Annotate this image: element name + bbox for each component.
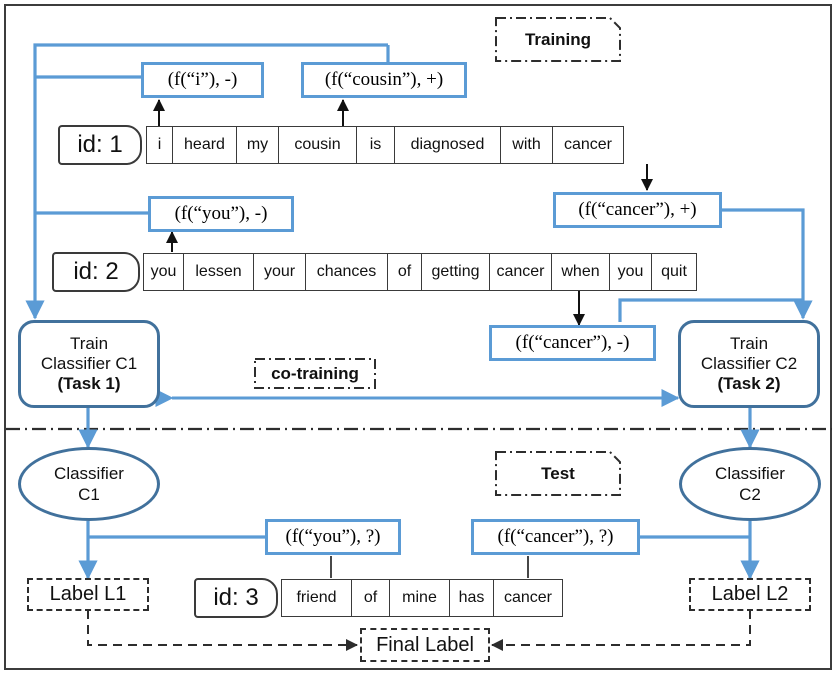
token-cell: diagnosed <box>394 126 500 164</box>
train-c2-line2: Classifier C2 <box>700 353 798 373</box>
feature-box-f-cancer-neg-label: (f(“cancer”), -) <box>515 332 630 353</box>
feature-box-f-cousin-pos-label: (f(“cousin”), +) <box>324 69 444 90</box>
feature-box-f-cancer-pos[interactable]: (f(“cancer”), +) <box>553 192 722 228</box>
tag-test-label: Test <box>541 463 575 483</box>
train-c2-line1: Train <box>729 333 769 353</box>
classifier-c2-line2: C2 <box>739 485 761 504</box>
tag-training: Training <box>494 16 622 63</box>
final-label-text: Final Label <box>376 633 474 656</box>
token-cell: i <box>146 126 172 164</box>
feature-box-f-cancer-query[interactable]: (f(“cancer”), ?) <box>471 519 640 555</box>
classifier-c1-line2: C1 <box>78 485 100 504</box>
token-cell: heard <box>172 126 236 164</box>
classifier-c2-node[interactable]: Classifier C2 <box>679 447 821 521</box>
classifier-c1-node[interactable]: Classifier C1 <box>18 447 160 521</box>
outer-frame <box>4 4 832 670</box>
token-cell: cancer <box>489 253 551 291</box>
label-l1-text: Label L1 <box>49 583 127 605</box>
sentence-id-pill-2-label: id: 2 <box>73 258 119 285</box>
classifier-c1-line1: Classifier <box>54 463 124 483</box>
token-cell: cousin <box>278 126 356 164</box>
token-cell: chances <box>305 253 387 291</box>
sentence-id-pill-2: id: 2 <box>52 252 140 292</box>
feature-box-f-cousin-pos[interactable]: (f(“cousin”), +) <box>301 62 467 98</box>
train-c1-line1: Train <box>69 333 109 353</box>
train-c2-task: (Task 2) <box>717 374 781 394</box>
feature-box-f-i-neg[interactable]: (f(“i”), -) <box>141 62 264 98</box>
classifier-c2-line1: Classifier <box>715 463 785 483</box>
feature-box-f-you-query[interactable]: (f(“you”), ?) <box>265 519 401 555</box>
feature-box-f-you-neg-label: (f(“you”), -) <box>174 203 268 224</box>
final-label-box: Final Label <box>360 628 490 662</box>
tag-test: Test <box>494 450 622 497</box>
feature-box-f-cancer-pos-label: (f(“cancer”), +) <box>578 199 697 220</box>
token-cell: lessen <box>183 253 253 291</box>
feature-box-f-cancer-neg[interactable]: (f(“cancer”), -) <box>489 325 656 361</box>
sentence-id-pill-3-label: id: 3 <box>213 584 259 611</box>
token-cell: getting <box>421 253 489 291</box>
token-cell: when <box>551 253 609 291</box>
feature-box-f-i-neg-label: (f(“i”), -) <box>167 69 238 90</box>
sentence-id-pill-1: id: 1 <box>58 125 142 165</box>
token-cell: has <box>449 579 493 617</box>
token-cell: quit <box>651 253 697 291</box>
token-cell: you <box>143 253 183 291</box>
token-cell: my <box>236 126 278 164</box>
sentence-id-pill-3: id: 3 <box>194 578 278 618</box>
feature-box-f-you-query-label: (f(“you”), ?) <box>285 526 381 547</box>
tag-cotraining-label: co-training <box>271 363 359 383</box>
token-cell: cancer <box>493 579 563 617</box>
feature-box-f-cancer-query-label: (f(“cancer”), ?) <box>497 526 614 547</box>
token-cell: of <box>351 579 389 617</box>
train-c1-line2: Classifier C1 <box>40 353 138 373</box>
feature-box-f-you-neg[interactable]: (f(“you”), -) <box>148 196 294 232</box>
train-classifier-c1-node[interactable]: Train Classifier C1 (Task 1) <box>18 320 160 408</box>
token-cell: cancer <box>552 126 624 164</box>
token-cell: with <box>500 126 552 164</box>
token-cell: friend <box>281 579 351 617</box>
train-classifier-c2-node[interactable]: Train Classifier C2 (Task 2) <box>678 320 820 408</box>
token-cell: your <box>253 253 305 291</box>
label-l2-box: Label L2 <box>689 578 811 611</box>
token-cell: of <box>387 253 421 291</box>
token-cell: you <box>609 253 651 291</box>
train-c1-task: (Task 1) <box>57 374 121 394</box>
token-cell: is <box>356 126 394 164</box>
tag-training-label: Training <box>524 29 592 49</box>
label-l1-box: Label L1 <box>27 578 149 611</box>
sentence-id-pill-1-label: id: 1 <box>77 131 123 158</box>
token-cell: mine <box>389 579 449 617</box>
label-l2-text: Label L2 <box>711 583 789 605</box>
tag-cotraining: co-training <box>253 357 377 390</box>
